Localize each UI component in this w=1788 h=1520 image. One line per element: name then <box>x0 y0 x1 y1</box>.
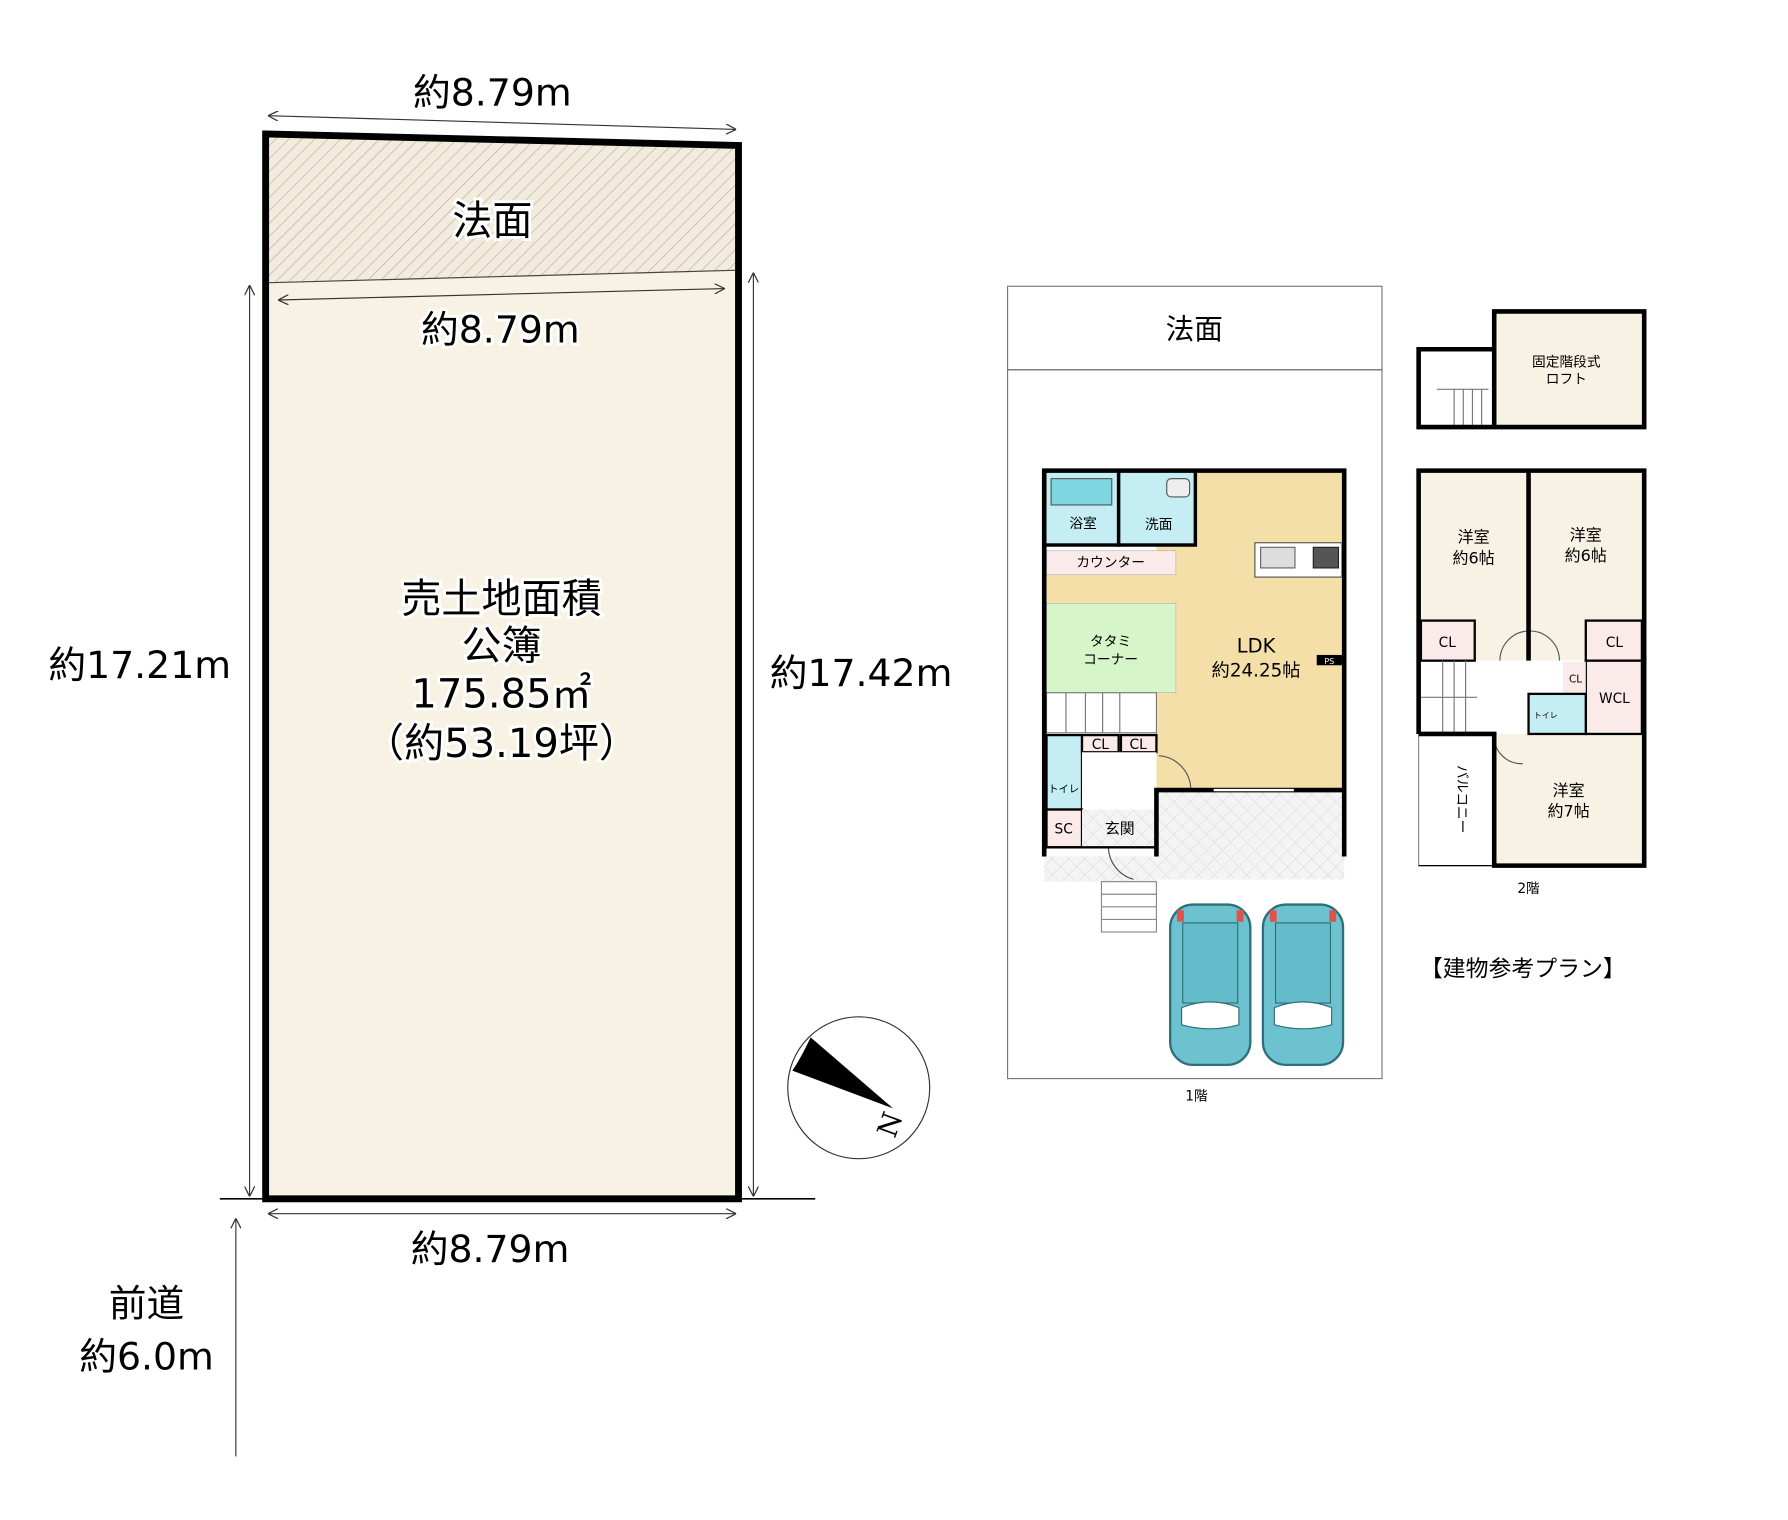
lot-left-depth: 約17.21m <box>48 643 231 687</box>
label-ldk-size: 約24.25帖 <box>1212 661 1301 682</box>
slope-label: 法面 <box>452 199 532 245</box>
floor1-slope-label: 法面 <box>1166 312 1223 346</box>
stairs-1f <box>1045 692 1158 734</box>
label-washroom: 洗面 <box>1145 517 1172 533</box>
floor2-plan: 固定階段式 ロフト 洋室 約6帖 洋室 約6帖 洋室 約7帖 CL CL CL … <box>1416 309 1647 897</box>
bathtub-icon <box>1050 478 1113 506</box>
label-sc: SC <box>1055 822 1073 838</box>
label-cl-left: CL <box>1439 635 1457 651</box>
label-ldk: LDK <box>1237 635 1277 658</box>
porch-steps <box>1100 881 1158 933</box>
counter <box>1046 550 1177 576</box>
floor1-plan: 法面 PS 浴室 <box>1007 285 1383 1104</box>
plan-note: 【建物参考プラン】 <box>1420 957 1626 983</box>
lot-inner-width: 約8.79m <box>421 307 580 351</box>
label-bedroom-2: 洋室 <box>1570 525 1602 544</box>
compass-north-icon: N <box>787 1016 931 1160</box>
label-bedroom-1: 洋室 <box>1458 528 1490 547</box>
slope-area <box>265 133 739 283</box>
label-bedroom-1-size: 約6帖 <box>1452 548 1494 567</box>
label-bedroom-3: 洋室 <box>1553 781 1585 800</box>
floor1-caption: 1階 <box>1185 1088 1208 1104</box>
walk-in-closet <box>1584 659 1644 736</box>
room-washroom <box>1116 468 1198 547</box>
lot-right-depth: 約17.42m <box>770 651 953 695</box>
label-cl-small: CL <box>1569 673 1582 685</box>
stairs-2f <box>1418 660 1478 734</box>
area-sqm: 175.85㎡ <box>411 672 591 718</box>
label-loft-1: 固定階段式 <box>1532 354 1601 370</box>
label-tatami-1: タタミ <box>1090 634 1131 650</box>
label-bath: 浴室 <box>1069 515 1096 532</box>
svg-text:PS: PS <box>1324 657 1334 666</box>
sink-icon <box>1166 478 1191 498</box>
car-icon <box>1169 903 1252 1066</box>
label-counter: カウンター <box>1076 555 1145 571</box>
lot-top-width: 約8.79m <box>413 70 572 114</box>
label-loft-2: ロフト <box>1546 372 1587 388</box>
label-toilet-1f: トイレ <box>1048 783 1079 795</box>
loft: 固定階段式 ロフト <box>1416 309 1647 430</box>
room-toilet-2f <box>1527 692 1587 736</box>
lot-area <box>265 133 739 1199</box>
label-cl-1: CL <box>1092 737 1110 753</box>
label-wcl: WCL <box>1599 691 1630 707</box>
label-bedroom-2-size: 約6帖 <box>1565 546 1607 565</box>
label-balcony: バルコニー <box>1454 765 1470 833</box>
label-tatami-2: コーナー <box>1083 652 1138 668</box>
area-tsubo: （約53.19坪） <box>364 721 639 767</box>
road-width: 約6.0m <box>79 1334 214 1378</box>
car-icon <box>1261 903 1345 1066</box>
lot-plan: 約8.79m 法面 約8.79m 約17.21m 約17.42m 約8.79m … <box>45 67 955 1457</box>
closet-left <box>1419 619 1476 662</box>
label-bedroom-3-size: 約7帖 <box>1548 801 1590 820</box>
label-toilet-2f: トイレ <box>1534 711 1558 720</box>
floor2-caption: 2階 <box>1517 881 1540 897</box>
room-toilet-1f <box>1045 733 1084 811</box>
room-bedroom-3 <box>1494 733 1645 866</box>
road-label: 前道 <box>109 1282 185 1326</box>
area-title: 売土地面積 <box>401 577 601 623</box>
label-cl-2: CL <box>1129 737 1147 753</box>
label-cl-right: CL <box>1606 635 1624 651</box>
label-entrance: 玄関 <box>1105 820 1135 838</box>
dimension-inner <box>278 289 725 300</box>
dimension-top <box>268 116 736 130</box>
lot-bottom-width: 約8.79m <box>411 1227 570 1271</box>
area-basis: 公簿 <box>461 624 541 670</box>
entrance <box>1082 809 1157 848</box>
room-tatami <box>1046 603 1177 694</box>
